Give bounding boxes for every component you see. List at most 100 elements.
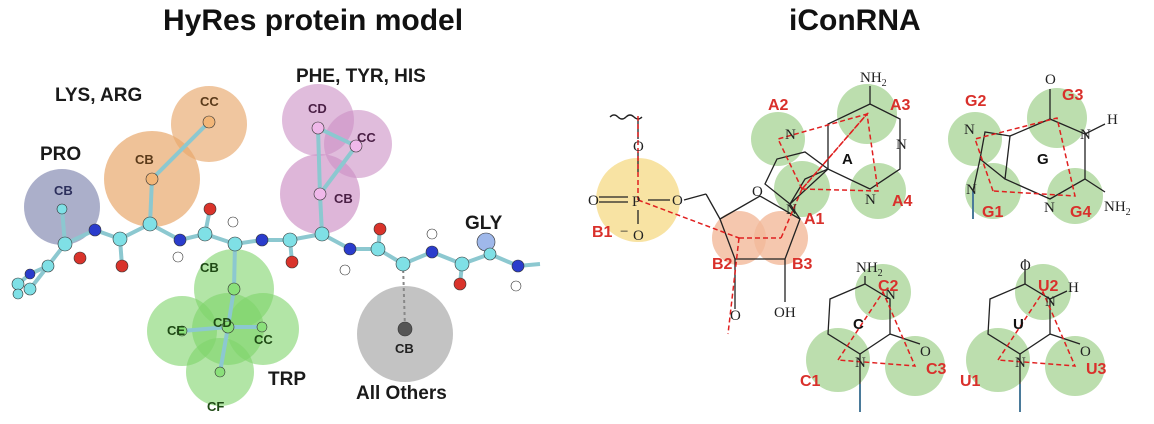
oxygen-atom xyxy=(285,255,299,269)
n-atom-label: N xyxy=(1044,200,1055,216)
backbone-atom xyxy=(12,288,24,300)
oxygen-atom xyxy=(373,222,387,236)
g4-label: G4 xyxy=(1070,204,1091,221)
o-atom-label: O xyxy=(633,228,644,244)
backbone-atom xyxy=(483,247,497,261)
phe-cc-label: CC xyxy=(357,130,376,145)
a-nh2-label: NH2 xyxy=(860,70,887,89)
c-nh2-label: NH2 xyxy=(856,260,883,279)
hyres-protein-diagram: LYS, ARG PRO PHE, TYR, HIS GLY TRP All O… xyxy=(11,66,541,414)
hydrogen-atom xyxy=(227,216,239,228)
n-atom-label: N xyxy=(896,137,907,153)
left-panel-title: HyRes protein model xyxy=(163,4,464,37)
trp-cf-label: CF xyxy=(207,399,224,414)
backbone-atom xyxy=(227,236,243,252)
backbone-atom xyxy=(142,216,158,232)
o-atom-label: O xyxy=(1020,258,1031,274)
b1-label: B1 xyxy=(592,224,613,241)
a2-label: A2 xyxy=(768,97,789,114)
n-atom-label: N xyxy=(785,127,796,143)
c1-label: C1 xyxy=(800,373,821,390)
trp-cd-label: CD xyxy=(213,315,232,330)
o-atom-label: O xyxy=(752,184,763,200)
trp-ce-label: CE xyxy=(167,323,185,338)
a-bead-a2 xyxy=(751,112,805,166)
lys-cc-label: CC xyxy=(200,94,219,109)
iconrna-diagram: P O O O O − O O OH NH2 N N N N O N N H N… xyxy=(588,70,1131,412)
n-atom-label: N xyxy=(1080,127,1091,143)
g-bead-g2 xyxy=(948,112,1002,166)
oxygen-atom xyxy=(453,277,467,291)
lys-cc-atom xyxy=(202,115,216,129)
backbone-atom xyxy=(112,231,128,247)
o-atom-label: O xyxy=(672,193,683,209)
nitrogen-atom xyxy=(88,223,102,237)
n-atom-label: N xyxy=(855,355,866,371)
hydrogen-atom xyxy=(510,280,522,292)
a3-label: A3 xyxy=(890,97,911,114)
b2-label: B2 xyxy=(712,256,733,273)
o-atom-label: O xyxy=(588,193,599,209)
o-atom-label: O xyxy=(920,344,931,360)
phe-cb-label: CB xyxy=(334,191,353,206)
oxygen-atom xyxy=(115,259,129,273)
u1-label: U1 xyxy=(960,373,981,390)
backbone-atom xyxy=(314,226,330,242)
trp-cd-atom xyxy=(221,320,235,334)
n-atom-label: N xyxy=(885,287,896,303)
o-atom-label: O xyxy=(730,308,741,324)
rna-skeleton xyxy=(599,86,1106,384)
other-cb-atom xyxy=(397,321,413,337)
oxygen-atom xyxy=(73,251,87,265)
cg-connections xyxy=(637,112,1077,367)
lys-cb-label: CB xyxy=(135,152,154,167)
right-panel-title: iConRNA xyxy=(789,4,921,37)
trp-cc-atom xyxy=(256,321,268,333)
phe-cd-atom xyxy=(311,121,325,135)
trp-cb-label: CB xyxy=(200,260,219,275)
n-atom-label: N xyxy=(865,192,876,208)
g-nh2-label: NH2 xyxy=(1104,199,1131,218)
n-atom-label: N xyxy=(966,182,977,198)
backbone-atom xyxy=(454,256,470,272)
h-atom-label: H xyxy=(1068,280,1079,296)
n-atom-label: N xyxy=(964,122,975,138)
pro-cb-label: CB xyxy=(54,183,73,198)
nitrogen-atom xyxy=(425,245,439,259)
uracil-letter: U xyxy=(1013,316,1024,333)
phe-cb-atom xyxy=(313,187,327,201)
backbone-atom xyxy=(11,277,25,291)
lys-cb-atom xyxy=(145,172,159,186)
nitrogen-atom xyxy=(511,259,525,273)
g2-label: G2 xyxy=(965,93,986,110)
backbone-atom xyxy=(56,203,68,215)
gly-label: GLY xyxy=(465,213,503,234)
other-cb-label: CB xyxy=(395,341,414,356)
a1-label: A1 xyxy=(804,211,825,228)
phe-cd-label: CD xyxy=(308,101,327,116)
phe-tyr-his-label: PHE, TYR, HIS xyxy=(296,66,426,87)
g3-label: G3 xyxy=(1062,87,1083,104)
g1-label: G1 xyxy=(982,204,1003,221)
pro-label: PRO xyxy=(40,144,81,165)
n-atom-label: N xyxy=(1045,294,1056,310)
backbone-atom xyxy=(57,236,73,252)
trp-ce-atom xyxy=(176,325,188,337)
hydrogen-atom xyxy=(339,264,351,276)
adenine-letter: A xyxy=(842,151,853,168)
nitrogen-atom xyxy=(173,233,187,247)
c3-label: C3 xyxy=(926,361,947,378)
hydrogen-atom xyxy=(426,228,438,240)
backbone-atom xyxy=(41,259,55,273)
backbone-atom xyxy=(395,256,411,272)
trp-cb-atom xyxy=(227,282,241,296)
phe-cc-atom xyxy=(349,139,363,153)
o-atom-label: O xyxy=(1045,72,1056,88)
trp-cf-atom xyxy=(214,366,226,378)
lys-arg-label: LYS, ARG xyxy=(55,85,142,106)
backbone-atom xyxy=(370,241,386,257)
b3-label: B3 xyxy=(792,256,813,273)
oh-label: OH xyxy=(774,305,796,321)
n-atom-label: N xyxy=(786,202,797,218)
backbone-atom xyxy=(282,232,298,248)
